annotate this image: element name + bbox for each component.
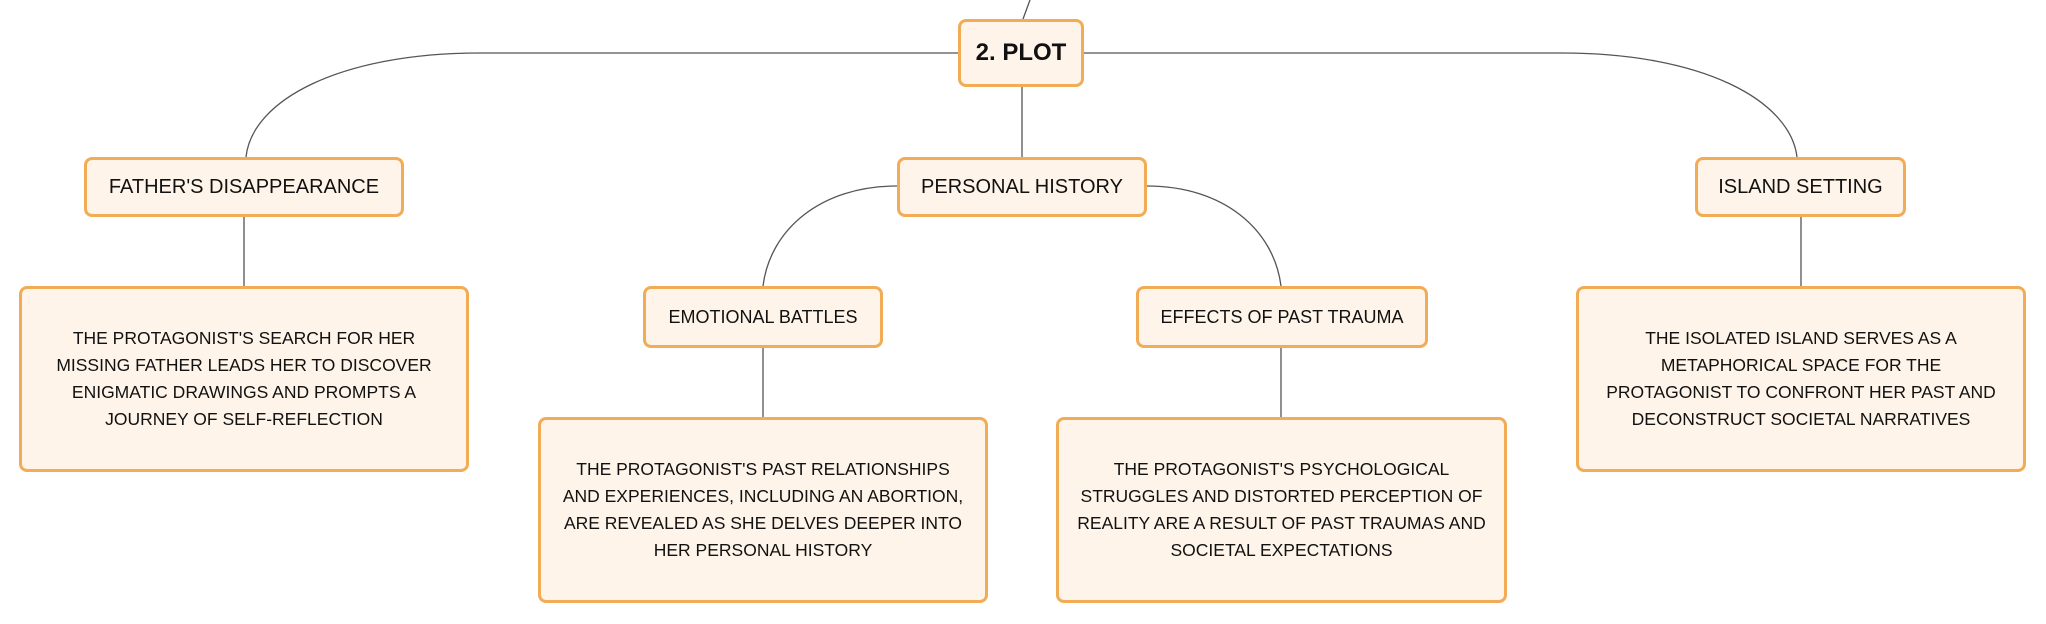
topic-label: FATHER'S DISAPPEARANCE [108,175,380,198]
detail-text: THE PROTAGONIST'S PAST RELATIONSHIPS AND… [562,459,964,560]
subtopic-label: EMOTIONAL BATTLES [668,306,858,327]
root-label: 2. PLOT [975,39,1067,66]
topic-node-personal-history[interactable]: PERSONAL HISTORY [897,157,1147,217]
detail-node-island-setting[interactable]: THE ISOLATED ISLAND SERVES AS A METAPHOR… [1576,286,2026,472]
subtopic-node-effects-of-past-trauma[interactable]: EFFECTS OF PAST TRAUMA [1136,286,1428,348]
topic-label: PERSONAL HISTORY [921,175,1123,198]
detail-node-emotional-battles[interactable]: THE PROTAGONIST'S PAST RELATIONSHIPS AND… [538,417,988,603]
subtopic-node-emotional-battles[interactable]: EMOTIONAL BATTLES [643,286,883,348]
connector-root-to-island [1084,52,1798,158]
detail-text: THE ISOLATED ISLAND SERVES AS A METAPHOR… [1606,328,1996,429]
detail-node-effects-of-past-trauma[interactable]: THE PROTAGONIST'S PSYCHOLOGICAL STRUGGLE… [1056,417,1507,603]
topic-label: ISLAND SETTING [1718,175,1883,198]
detail-text: THE PROTAGONIST'S PSYCHOLOGICAL STRUGGLE… [1077,459,1486,560]
subtopic-label: EFFECTS OF PAST TRAUMA [1160,306,1404,327]
detail-node-fathers-disappearance[interactable]: THE PROTAGONIST'S SEARCH FOR HER MISSING… [19,286,469,472]
connector-personal-to-trauma [1146,185,1282,287]
detail-text: THE PROTAGONIST'S SEARCH FOR HER MISSING… [56,328,432,429]
connector-personal-to-emotional [762,185,898,287]
connector-parent-to-root [1022,0,1031,20]
topic-node-island-setting[interactable]: ISLAND SETTING [1695,157,1906,217]
root-node-plot[interactable]: 2. PLOT [958,19,1084,87]
connector-root-to-father [245,52,958,158]
topic-node-fathers-disappearance[interactable]: FATHER'S DISAPPEARANCE [84,157,404,217]
